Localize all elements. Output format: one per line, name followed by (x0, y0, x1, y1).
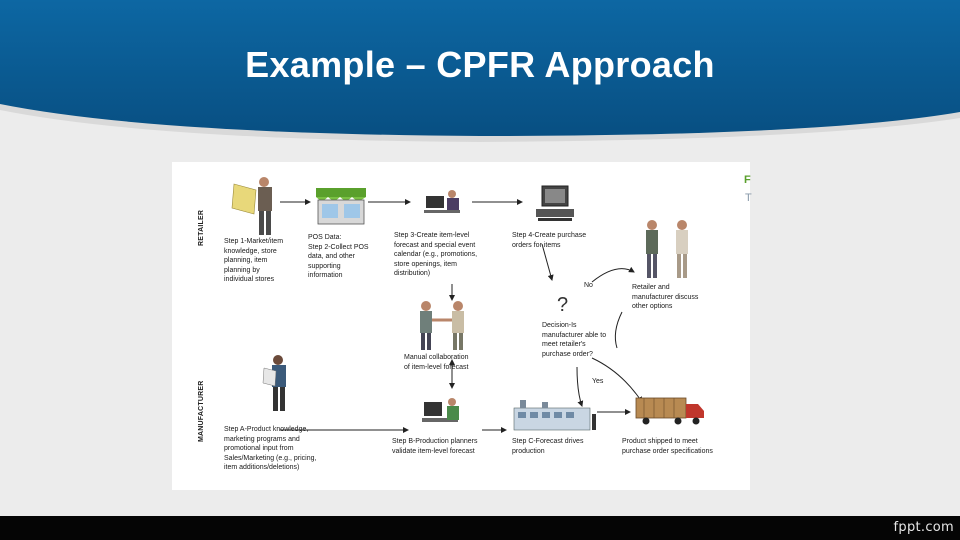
decision-question-mark: ? (557, 294, 569, 316)
slide-title: Example – CPFR Approach (245, 44, 715, 85)
truck-icon (635, 397, 704, 425)
step-3-label: Step 3-Create item-level forecast and sp… (394, 230, 478, 278)
step-4-label: Step 4-Create purchase orders for items (512, 230, 587, 249)
cpfr-diagram: RETAILER MANUFACTURER Step 1-Market/item… (172, 162, 750, 490)
computer-user-icon (424, 190, 460, 213)
branch-yes-label: Yes (592, 376, 604, 385)
planner-computer-icon (422, 398, 459, 422)
computer-icon (536, 185, 574, 221)
shipped-label: Product shipped to meet purchase order s… (622, 436, 713, 455)
worker-reading-icon (262, 355, 286, 411)
step-2-label: POS Data: Step 2-Collect POS data, and o… (308, 232, 369, 280)
person-reading-icon (231, 177, 272, 235)
clipped-edge-letter-top: F (744, 174, 751, 186)
decision-label: Decision-Is manufacturer able to meet re… (542, 320, 607, 358)
branch-no-label: No (584, 280, 593, 289)
collaboration-label: Manual collaboration of item-level forec… (404, 352, 469, 371)
lane-label-manufacturer: MANUFACTURER (198, 380, 205, 442)
step-1-label: Step 1-Market/item knowledge, store plan… (224, 236, 284, 284)
step-a-label: Step A-Product knowledge, marketing prog… (224, 424, 317, 472)
clipped-edge-letter-bottom: T (745, 192, 752, 204)
step-c-label: Step C-Forecast drives production (512, 436, 584, 455)
factory-icon (513, 400, 596, 431)
step-b-label: Step B-Production planners validate item… (392, 436, 478, 455)
footer-bar (0, 516, 960, 540)
retailer-discuss-label: Retailer and manufacturer discuss other … (632, 282, 699, 311)
handshake-icon (420, 301, 464, 350)
lane-label-retailer: RETAILER (198, 209, 205, 246)
people-talking-icon (646, 220, 688, 278)
store-icon (316, 188, 366, 225)
footer-brand: fppt.com (893, 520, 954, 535)
